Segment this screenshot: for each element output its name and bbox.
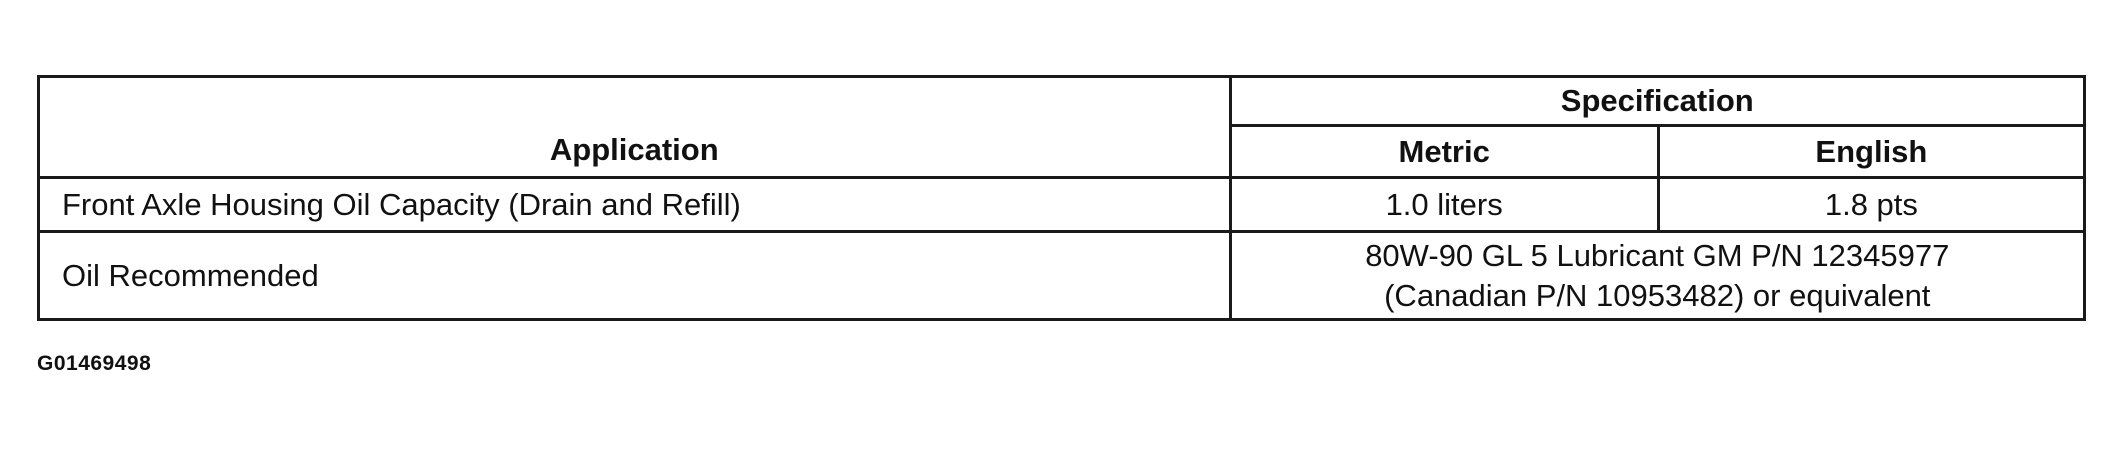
metric-value-cell: 1.0 liters — [1228, 176, 1660, 233]
figure-id-label: G01469498 — [37, 352, 152, 375]
application-header: Application — [37, 75, 1232, 179]
metric-header: Metric — [1228, 124, 1660, 179]
table-row: Front Axle Housing Oil Capacity (Drain a… — [37, 176, 2087, 233]
application-cell: Front Axle Housing Oil Capacity (Drain a… — [37, 176, 1232, 233]
subheader-row: Metric English — [39, 124, 2087, 179]
oil-spec-cell: 80W-90 GL 5 Lubricant GM P/N 12345977 (C… — [1228, 230, 2087, 321]
application-cell: Oil Recommended — [37, 230, 1232, 321]
oil-spec-line: 80W-90 GL 5 Lubricant GM P/N 12345977 — [1365, 237, 1950, 273]
specification-header: Specification — [1228, 75, 2087, 127]
header-row: Application Specification — [37, 75, 2087, 179]
oil-spec-line: (Canadian P/N 10953482) or equivalent — [1384, 277, 1931, 313]
table-row: Oil Recommended 80W-90 GL 5 Lubricant GM… — [37, 230, 2087, 321]
specification-table: Application Specification Metric English… — [37, 75, 2087, 321]
english-header: English — [1656, 124, 2087, 179]
english-value-cell: 1.8 pts — [1656, 176, 2087, 233]
